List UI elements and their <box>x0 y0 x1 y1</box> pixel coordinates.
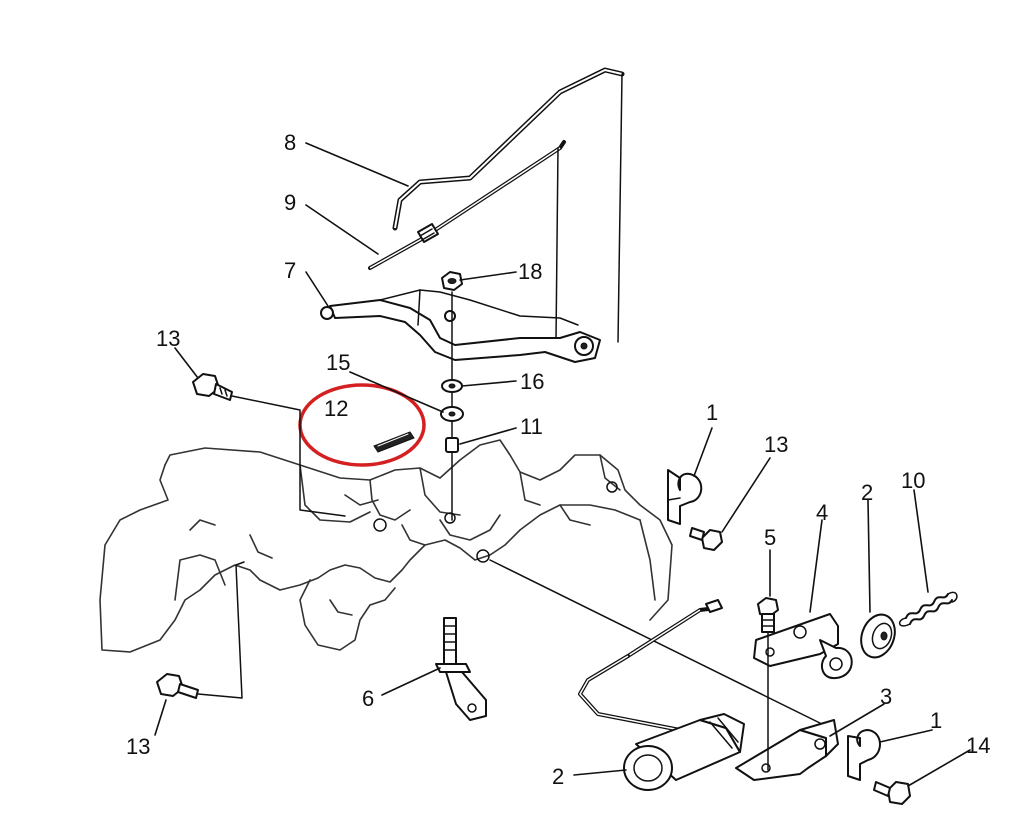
label-1-lower: 1 <box>930 708 942 733</box>
bracket-3 <box>735 719 839 781</box>
stud-6 <box>435 617 487 721</box>
bolt-13-upper-left <box>192 373 233 401</box>
leader-lines <box>154 142 971 787</box>
label-14: 14 <box>966 733 990 758</box>
engine-bosses <box>373 481 618 563</box>
bolt-5 <box>757 597 779 633</box>
bolt-13-lower-path <box>197 561 245 699</box>
spring-10 <box>898 591 958 627</box>
bracket-4 <box>753 613 853 680</box>
bolt-13-right <box>689 527 723 551</box>
lever-7 <box>320 289 601 363</box>
label-11: 11 <box>520 414 543 439</box>
label-15: 15 <box>326 350 350 375</box>
label-13-lower-left: 13 <box>126 734 150 759</box>
wire-harness <box>489 559 831 732</box>
washer-15 <box>440 406 464 422</box>
label-6: 6 <box>362 686 374 711</box>
label-5: 5 <box>764 525 776 550</box>
label-1-upper: 1 <box>706 400 718 425</box>
bolt-13-upper-path <box>231 395 346 517</box>
label-18: 18 <box>518 259 542 284</box>
seal-2 <box>860 613 896 659</box>
washer-16 <box>441 379 463 393</box>
engine-block-outline <box>99 439 673 653</box>
pin-12 <box>373 431 415 453</box>
clamp-1-lower <box>847 729 881 781</box>
bolt-14 <box>873 781 911 805</box>
rod-9 <box>368 140 566 341</box>
label-16: 16 <box>520 369 544 394</box>
solenoid-2 <box>623 713 745 791</box>
bolt-13-lower-left <box>156 673 199 699</box>
nut-18 <box>441 271 463 291</box>
clamp-1-upper <box>667 469 703 525</box>
label-13-upper-left: 13 <box>156 326 180 351</box>
label-13-right: 13 <box>764 432 788 457</box>
label-9: 9 <box>284 190 296 215</box>
spacer-11 <box>445 437 459 453</box>
label-12: 12 <box>324 396 348 421</box>
label-2-seal: 2 <box>861 480 873 505</box>
label-8: 8 <box>284 130 296 155</box>
label-10: 10 <box>901 468 925 493</box>
label-4: 4 <box>816 500 828 525</box>
label-2-solenoid: 2 <box>552 764 564 789</box>
part-labels: 8 9 7 18 15 16 12 11 13 13 13 1 6 5 4 2 … <box>126 130 990 789</box>
rod-8 <box>392 67 625 343</box>
highlight-circle-part-12 <box>298 383 426 467</box>
label-3: 3 <box>880 684 892 709</box>
label-7: 7 <box>284 258 296 283</box>
